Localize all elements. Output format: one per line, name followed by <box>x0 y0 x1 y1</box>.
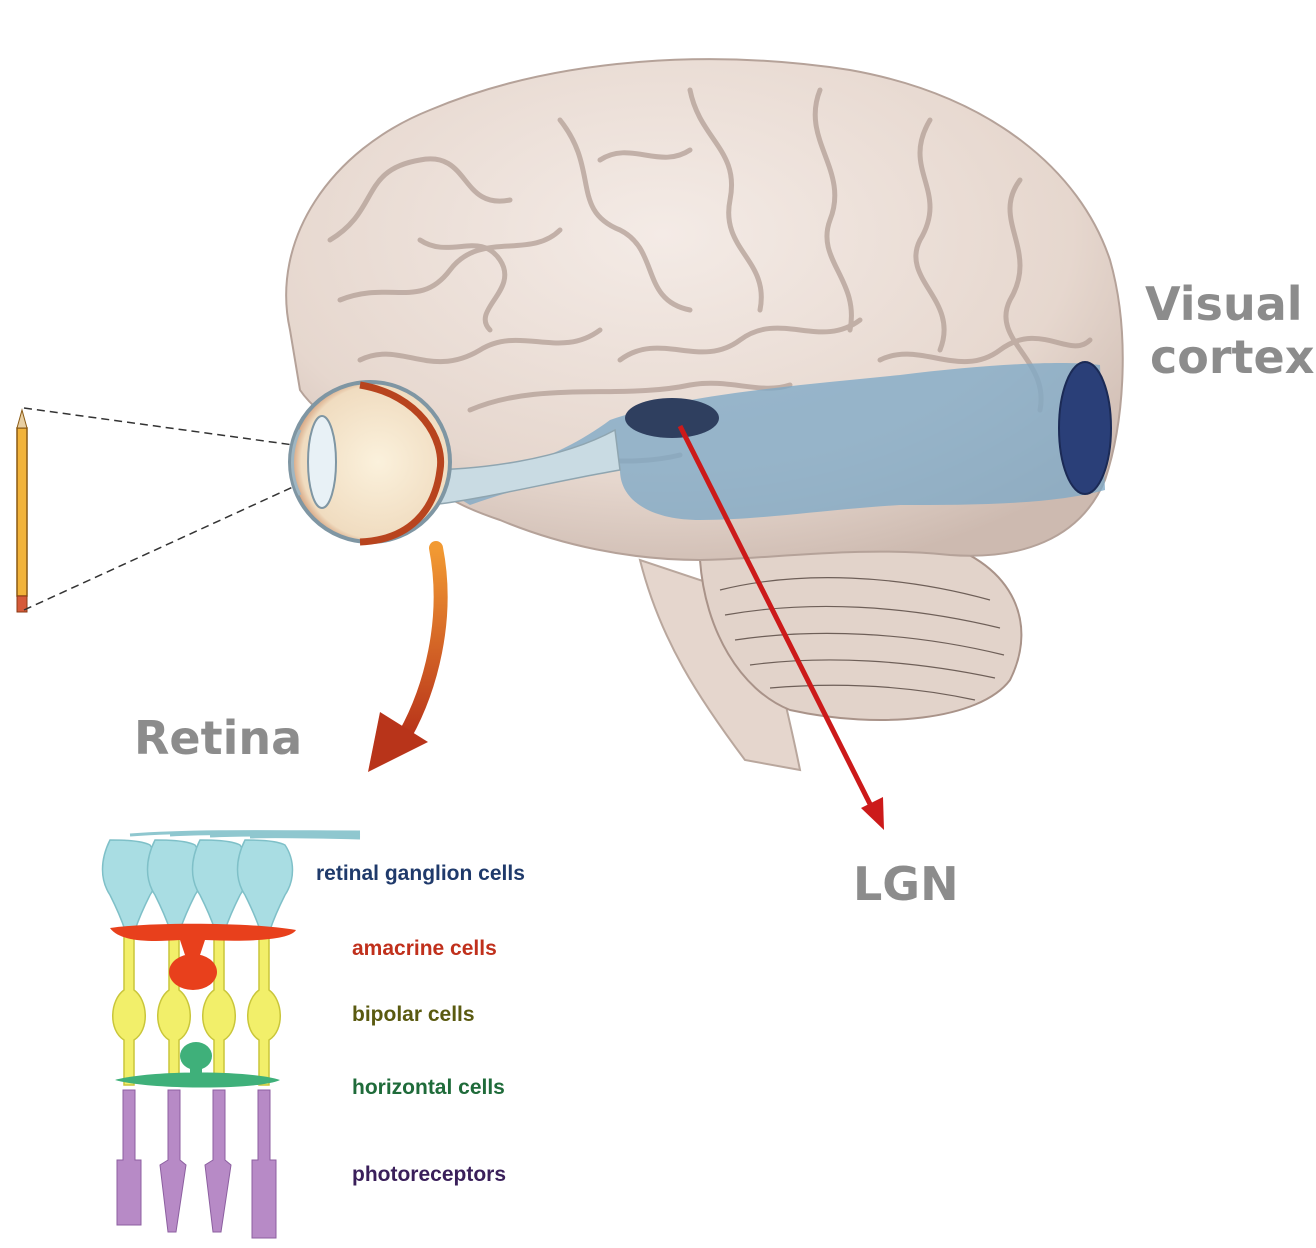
lgn-label: LGN <box>853 858 959 911</box>
retina-label: Retina <box>134 712 302 765</box>
amacrine-cells-label: amacrine cells <box>352 937 497 961</box>
retina-cell-diagram <box>103 832 361 1238</box>
retina-zoom-arrow <box>405 548 441 735</box>
lgn-nucleus <box>625 398 719 438</box>
bipolar-cells-label: bipolar cells <box>352 1003 475 1027</box>
visual-cortex-label-line2: cortex <box>1150 331 1314 384</box>
visual-cortex-label: Visual cortex <box>1145 278 1314 384</box>
visual-cortex-label-line1: Visual <box>1145 278 1314 331</box>
pencil-icon <box>17 410 27 612</box>
retinal-ganglion-cells-label: retinal ganglion cells <box>316 862 525 886</box>
ganglion-cells <box>103 840 293 930</box>
photoreceptors <box>117 1090 276 1238</box>
photoreceptors-label: photoreceptors <box>352 1163 506 1187</box>
horizontal-cells-label: horizontal cells <box>352 1076 505 1100</box>
horizontal-cells <box>115 1042 280 1088</box>
lgn-pointer-arrowhead <box>861 797 884 830</box>
visual-cortex-region <box>1059 362 1111 494</box>
